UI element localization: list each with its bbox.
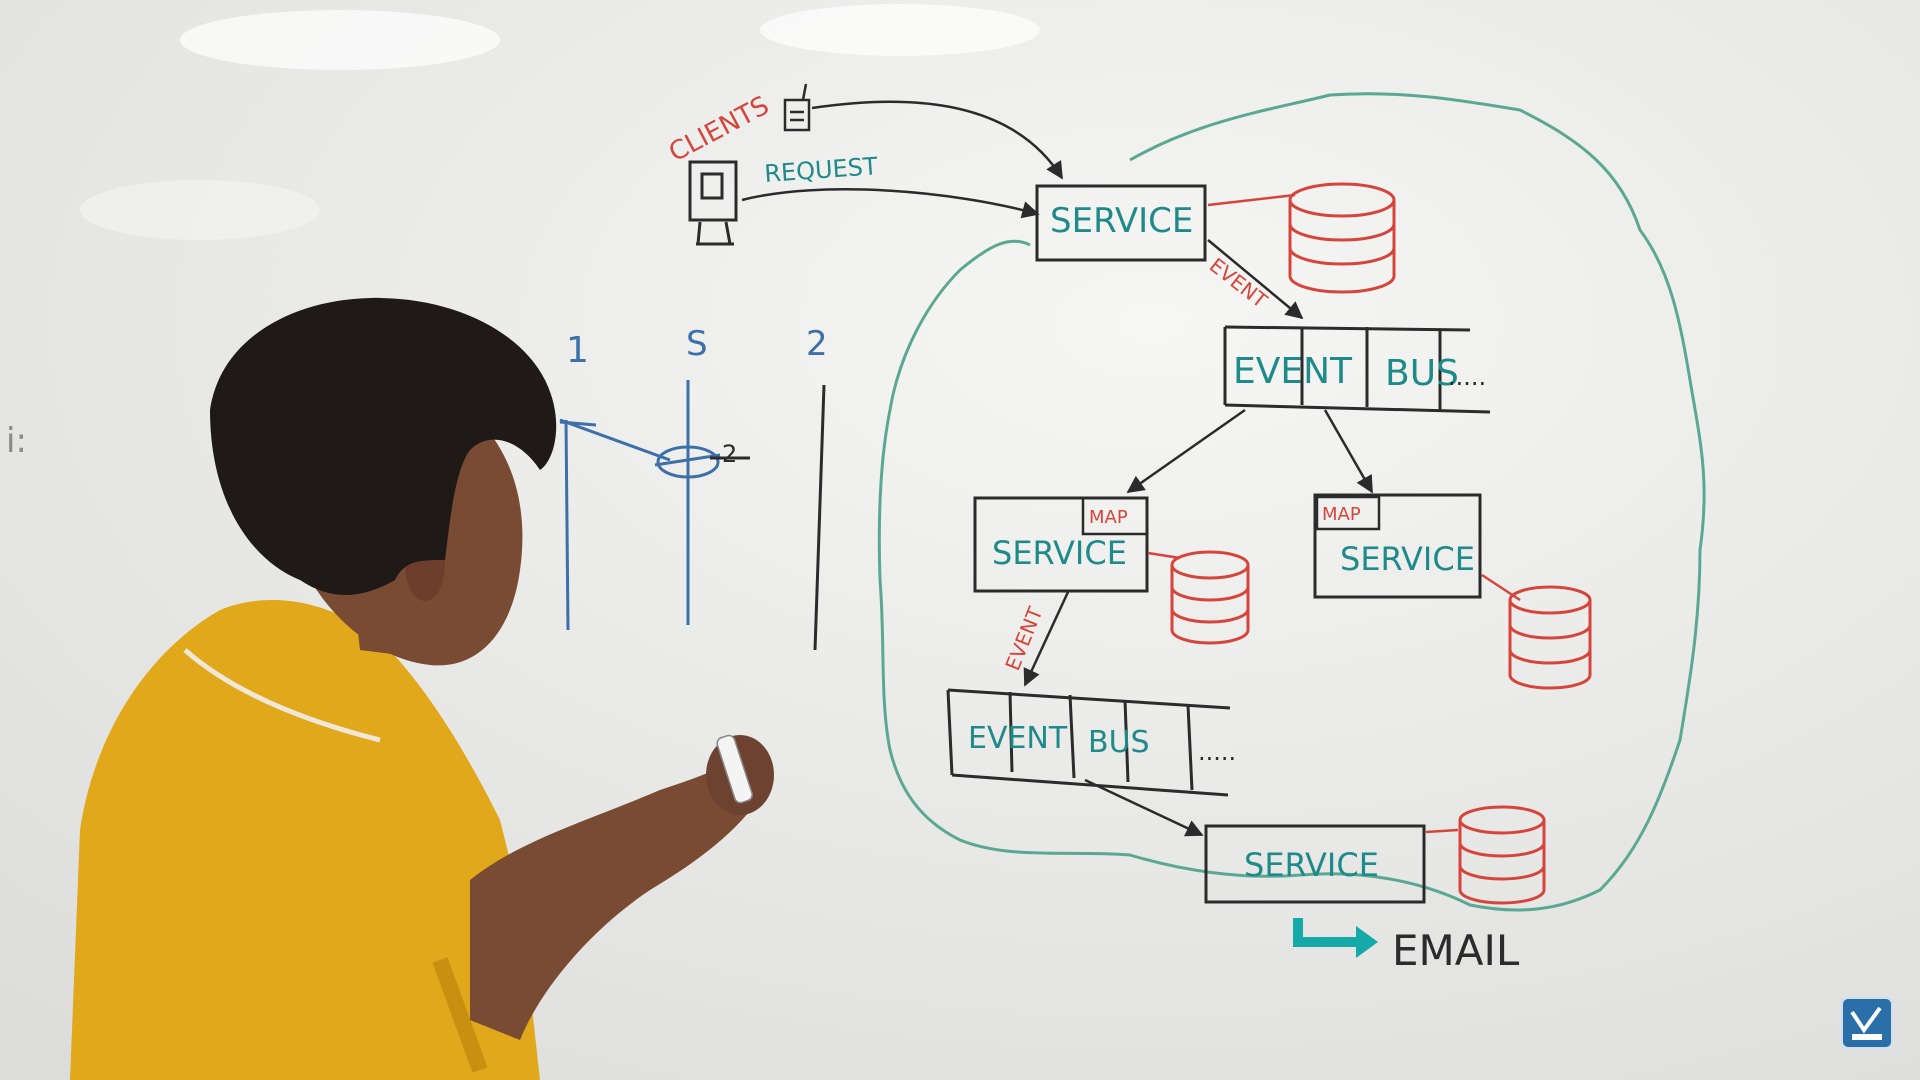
service-cloud-boundary <box>877 92 1706 912</box>
marker-pen <box>716 734 753 804</box>
database-icon <box>1458 805 1546 905</box>
event-bus-bottom <box>946 688 1231 797</box>
event-bus-bottom-event: EVENT <box>968 721 1068 756</box>
presenter-arm <box>470 760 765 1040</box>
bus-to-service-left-arrow <box>1126 408 1246 494</box>
service-label-left: SERVICE <box>992 534 1127 572</box>
presenter-person <box>70 297 774 1080</box>
db-link <box>1147 551 1181 560</box>
map-box-left <box>1081 496 1149 536</box>
channel-logo-icon <box>1841 997 1893 1049</box>
phone-icon <box>783 83 811 132</box>
email-arrow-icon <box>1293 918 1360 947</box>
shirt-collar <box>183 648 381 743</box>
bus-to-service-bottom-arrow <box>1084 778 1204 837</box>
yellow-shirt <box>70 600 540 1080</box>
event-bus-top-event: EVENT <box>1233 351 1353 392</box>
computer-icon <box>688 160 738 246</box>
event-bus-top-bus: BUS <box>1385 353 1459 394</box>
event-arrow-middle <box>1023 591 1070 687</box>
ceiling-light-reflection <box>80 180 320 240</box>
service-label-top: SERVICE <box>1050 201 1193 241</box>
database-icon <box>1508 585 1592 690</box>
map-label-left: MAP <box>1089 507 1128 528</box>
event-bus-top-dots: ..... <box>1448 363 1486 391</box>
service-box-bottom <box>1204 824 1426 904</box>
shirt-sleeve-edge <box>432 957 488 1073</box>
database-icon <box>1170 550 1250 645</box>
email-arrow-head <box>1356 926 1378 958</box>
left-edge-mark: i: <box>6 421 27 461</box>
bus-to-service-right-arrow <box>1323 409 1374 494</box>
event-bus-bottom-dots: ..... <box>1198 738 1236 766</box>
event-bus-bottom-bus: BUS <box>1088 725 1150 760</box>
service-box-right <box>1313 493 1482 599</box>
column-number-s: S <box>686 324 708 364</box>
timeline-sketch <box>559 380 826 651</box>
db-link <box>1425 828 1459 834</box>
marker-number: 2 <box>722 440 737 468</box>
ceiling-light-reflection <box>760 4 1040 56</box>
map-label-right: MAP <box>1322 504 1361 525</box>
db-link <box>1207 193 1296 207</box>
event-arrow-top <box>1207 239 1304 320</box>
column-number-1: 1 <box>566 330 589 371</box>
column-number-2: 2 <box>806 324 828 364</box>
database-icon <box>1288 182 1396 294</box>
ceiling-light-reflection <box>180 10 500 70</box>
service-box-top <box>1035 184 1207 262</box>
event-bus-top <box>1223 325 1491 414</box>
service-box-left <box>973 496 1149 593</box>
service-label-right: SERVICE <box>1340 540 1475 578</box>
request-arrow <box>741 188 1040 219</box>
email-label: EMAIL <box>1392 926 1520 975</box>
phone-request-arrow <box>811 100 1064 180</box>
map-box-right <box>1315 495 1381 531</box>
service-label-bottom: SERVICE <box>1244 846 1379 884</box>
hair <box>210 297 557 595</box>
